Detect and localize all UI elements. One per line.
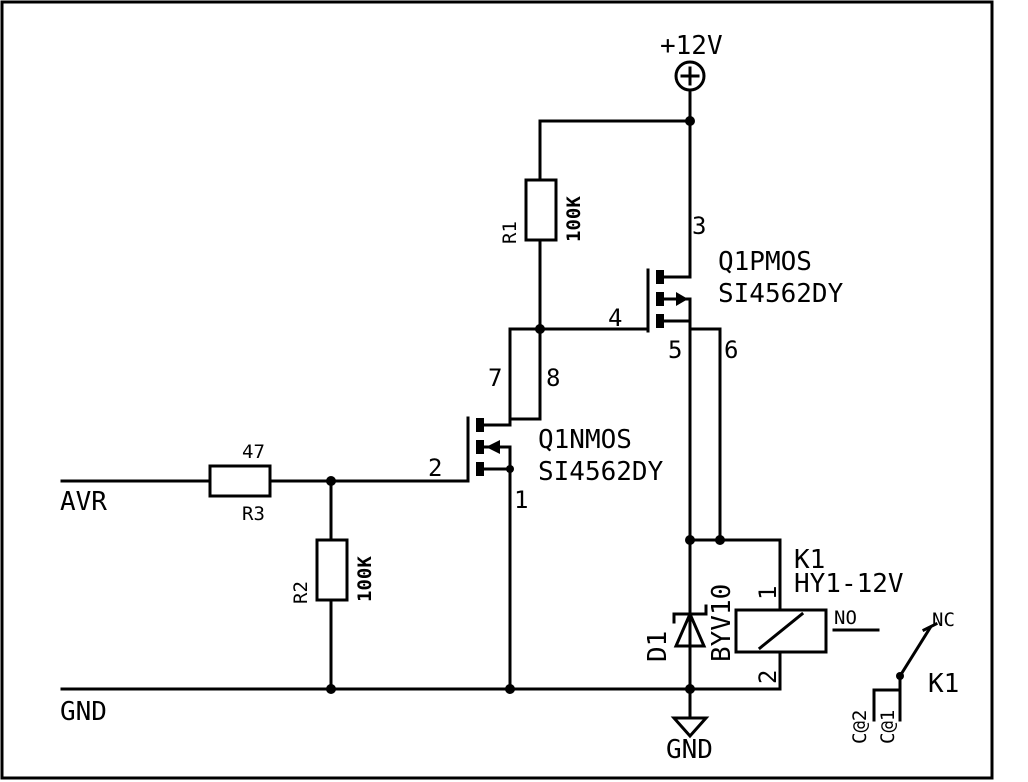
pmos-pin-3: 3 [692, 212, 706, 240]
junction [685, 116, 695, 126]
nmos-pin-2: 2 [428, 454, 442, 482]
relay-part: HY1-12V [794, 569, 904, 599]
junction [505, 684, 515, 694]
d1-part: BYV10 [707, 584, 737, 662]
pmos-ref: Q1PMOS [718, 247, 812, 277]
ground-label: GND [666, 735, 713, 765]
junction [326, 684, 336, 694]
r1-body [524, 178, 558, 242]
r3-ref: R3 [242, 503, 265, 525]
d1-ref: D1 [643, 631, 673, 662]
pmos-symbol [646, 268, 692, 333]
sheet-frame [0, 0, 994, 780]
coil-pin-1: 1 [754, 586, 782, 600]
junction [715, 535, 725, 545]
contact-c2: C@2 [849, 710, 871, 744]
nmos-part: SI4562DY [538, 457, 664, 487]
r3-value: 47 [242, 441, 265, 463]
ground-symbol [670, 716, 710, 739]
contact-ref: K1 [928, 669, 959, 699]
r3-body [208, 464, 272, 498]
r1-ref: R1 [499, 221, 521, 244]
relay-contact [872, 621, 939, 722]
pmos-pin-4: 4 [608, 304, 622, 332]
pmos-pin-5: 5 [668, 336, 682, 364]
net-avr: AVR [60, 487, 107, 517]
relay-coil-slash [757, 611, 805, 651]
nmos-pin-7: 7 [488, 364, 502, 392]
junction [685, 535, 695, 545]
r2-ref: R2 [290, 581, 312, 604]
relay-ref: K1 [794, 545, 825, 575]
coil-pin-2: 2 [754, 670, 782, 684]
nmos-pin-1: 1 [514, 486, 528, 514]
nmos-symbol [466, 416, 514, 483]
pmos-pin-6: 6 [724, 336, 738, 364]
r2-value: 100K [354, 556, 376, 602]
supply-label: +12V [660, 31, 723, 61]
r2-body [315, 538, 349, 602]
nmos-pin-8: 8 [546, 364, 560, 392]
net-gnd: GND [60, 697, 107, 727]
diode-d1 [672, 604, 708, 691]
relay-no: NO [834, 607, 857, 629]
pmos-part: SI4562DY [718, 279, 844, 309]
r1-value: 100K [563, 196, 585, 242]
nmos-ref: Q1NMOS [538, 425, 632, 455]
relay-nc: NC [932, 609, 955, 631]
supply-symbol [674, 60, 706, 92]
contact-c1: C@1 [877, 710, 899, 744]
